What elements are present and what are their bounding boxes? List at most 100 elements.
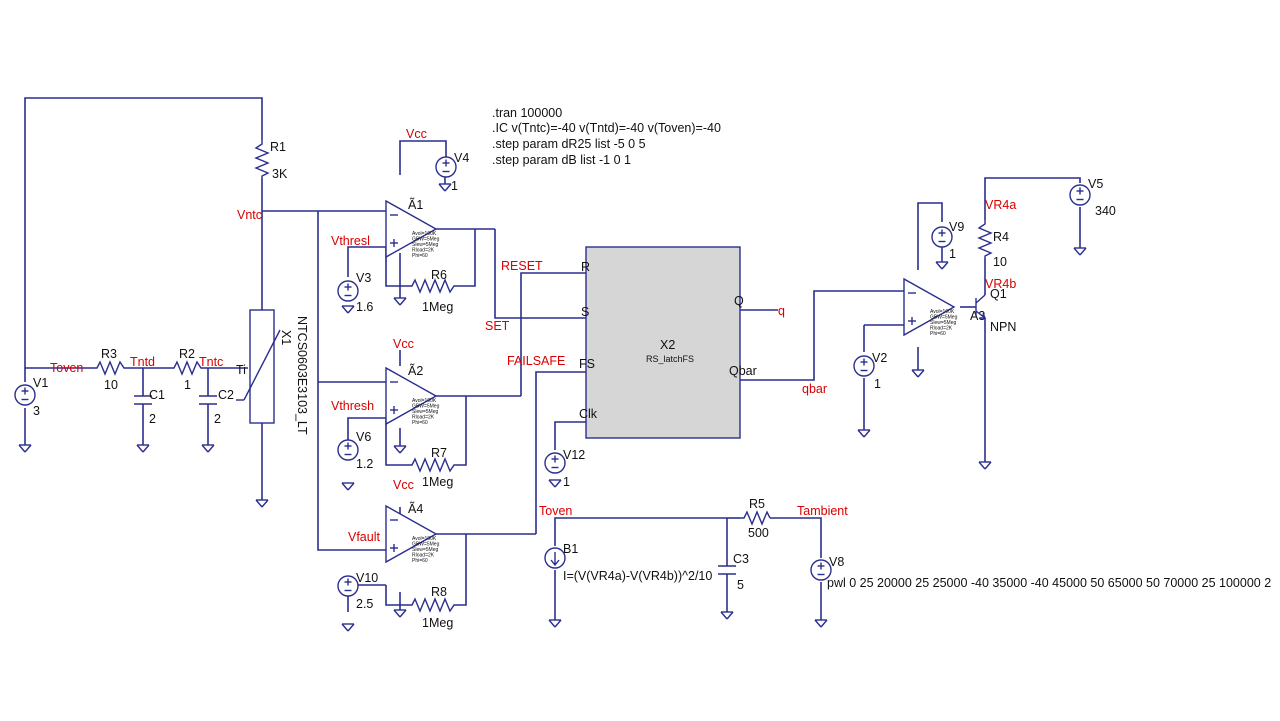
resistor-R8: R8 1Meg	[408, 585, 458, 630]
A1-name: Ã1	[408, 198, 423, 212]
capacitor-C2: C2 2	[199, 388, 234, 426]
V2-value: 1	[874, 377, 881, 391]
resistor-R4: R4 10	[977, 220, 1009, 269]
C2-value: 2	[214, 412, 221, 426]
vsource-V8: V8 pwl 0 25 20000 25 25000 -40 35000 -40…	[810, 555, 1271, 590]
V8-value: pwl 0 25 20000 25 25000 -40 35000 -40 45…	[827, 576, 1271, 590]
current-source-B1: B1 I=(V(VR4a)-V(VR4b))^2/10	[544, 542, 712, 583]
net-Vcc-2: Vcc	[393, 337, 414, 351]
net-Vthresh: Vthresh	[331, 399, 374, 413]
opamp-A4: Ã4	[385, 502, 440, 564]
capacitor-C3: C3 5	[718, 552, 749, 592]
net-Vcc-1: Vcc	[406, 127, 427, 141]
opamp-A3: A3	[903, 278, 985, 337]
V9-name: V9	[949, 220, 964, 234]
resistor-R5: R5 500	[740, 497, 771, 540]
V4-name: V4	[454, 151, 469, 165]
V8-name: V8	[829, 555, 844, 569]
R4-name: R4	[993, 230, 1009, 244]
B1-name: B1	[563, 542, 578, 556]
capacitor-C1: C1 2	[134, 388, 165, 426]
C3-name: C3	[733, 552, 749, 566]
directive-step-dR25: .step param dR25 list -5 0 5	[492, 137, 646, 151]
X2-model: RS_latchFS	[646, 354, 694, 364]
net-Vntc: Vntc	[237, 208, 262, 222]
R5-name: R5	[749, 497, 765, 511]
net-q: q	[778, 304, 785, 318]
R1-name: R1	[270, 140, 286, 154]
X1-pin-label: Ti	[236, 363, 246, 377]
Q1-name: Q1	[990, 287, 1007, 301]
net-Toven-right: Toven	[539, 504, 572, 518]
net-Tntc: Tntc	[199, 355, 223, 369]
Q1-model: NPN	[990, 320, 1016, 334]
vsource-V4: V4 1	[435, 151, 469, 193]
latch-pin-Clk: Clk	[579, 407, 598, 421]
V12-name: V12	[563, 448, 585, 462]
net-Vthresl: Vthresl	[331, 234, 370, 248]
resistor-R7: R7 1Meg	[408, 446, 458, 489]
latch-pin-FS: FS	[579, 357, 595, 371]
A2-name: Ã2	[408, 364, 423, 378]
C3-value: 5	[737, 578, 744, 592]
V3-value: 1.6	[356, 300, 373, 314]
vsource-V10: V10 2.5	[337, 571, 378, 611]
resistor-R3: R3 10	[93, 347, 126, 392]
A4-name: Ã4	[408, 502, 423, 516]
vsource-V5: V5 340	[1069, 177, 1116, 218]
R4-value: 10	[993, 255, 1007, 269]
net-Toven-left: Toven	[50, 361, 83, 375]
V6-name: V6	[356, 430, 371, 444]
net-Vfault: Vfault	[348, 530, 380, 544]
net-RESET: RESET	[501, 259, 543, 273]
V1-value: 3	[33, 404, 40, 418]
R8-value: 1Meg	[422, 616, 453, 630]
directive-tran: .tran 100000	[492, 106, 562, 120]
C2-name: C2	[218, 388, 234, 402]
net-VR4a: VR4a	[985, 198, 1016, 212]
latch-pin-R: R	[581, 260, 590, 274]
V5-name: V5	[1088, 177, 1103, 191]
latch-block-X2: R S FS Clk Q Qbar X2 RS_latchFS	[579, 246, 757, 439]
net-qbar: qbar	[802, 382, 827, 396]
directive-step-dB: .step param dB list -1 0 1	[492, 153, 631, 167]
V3-name: V3	[356, 271, 371, 285]
R6-name: R6	[431, 268, 447, 282]
vsource-V6: V6 1.2	[337, 430, 373, 471]
B1-value: I=(V(VR4a)-V(VR4b))^2/10	[563, 569, 712, 583]
V12-value: 1	[563, 475, 570, 489]
vsource-V2: V2 1	[853, 351, 887, 391]
R6-value: 1Meg	[422, 300, 453, 314]
vsource-V3: V3 1.6	[337, 271, 373, 314]
V4-value: 1	[451, 179, 458, 193]
net-FAILSAFE: FAILSAFE	[507, 354, 565, 368]
resistor-R1: R1 3K	[254, 140, 288, 181]
net-Vcc-3: Vcc	[393, 478, 414, 492]
X1-name: X1	[279, 330, 293, 345]
V2-name: V2	[872, 351, 887, 365]
thermistor-X1: Ti X1 NTCS0603E3103_LT	[236, 309, 309, 435]
R5-value: 500	[748, 526, 769, 540]
latch-pin-Q: Q	[734, 294, 744, 308]
V10-value: 2.5	[356, 597, 373, 611]
X2-name: X2	[660, 338, 675, 352]
vsource-V12: V12 1	[544, 448, 585, 489]
R2-value: 1	[184, 378, 191, 392]
V10-name: V10	[356, 571, 378, 585]
V1-name: V1	[33, 376, 48, 390]
wires	[24, 97, 1081, 620]
resistor-R2: R2 1	[170, 347, 203, 392]
V6-value: 1.2	[356, 457, 373, 471]
vsource-V9: V9 1	[931, 220, 964, 261]
R3-value: 10	[104, 378, 118, 392]
spice-directives: .tran 100000 .IC v(Tntc)=-40 v(Tntd)=-40…	[492, 106, 721, 167]
V5-value: 340	[1095, 204, 1116, 218]
X1-model: NTCS0603E3103_LT	[295, 316, 309, 435]
latch-pin-Qbar: Qbar	[729, 364, 757, 378]
R3-name: R3	[101, 347, 117, 361]
net-VR4b: VR4b	[985, 277, 1016, 291]
R7-name: R7	[431, 446, 447, 460]
V9-value: 1	[949, 247, 956, 261]
opamp-A1: Ã1	[385, 198, 440, 259]
